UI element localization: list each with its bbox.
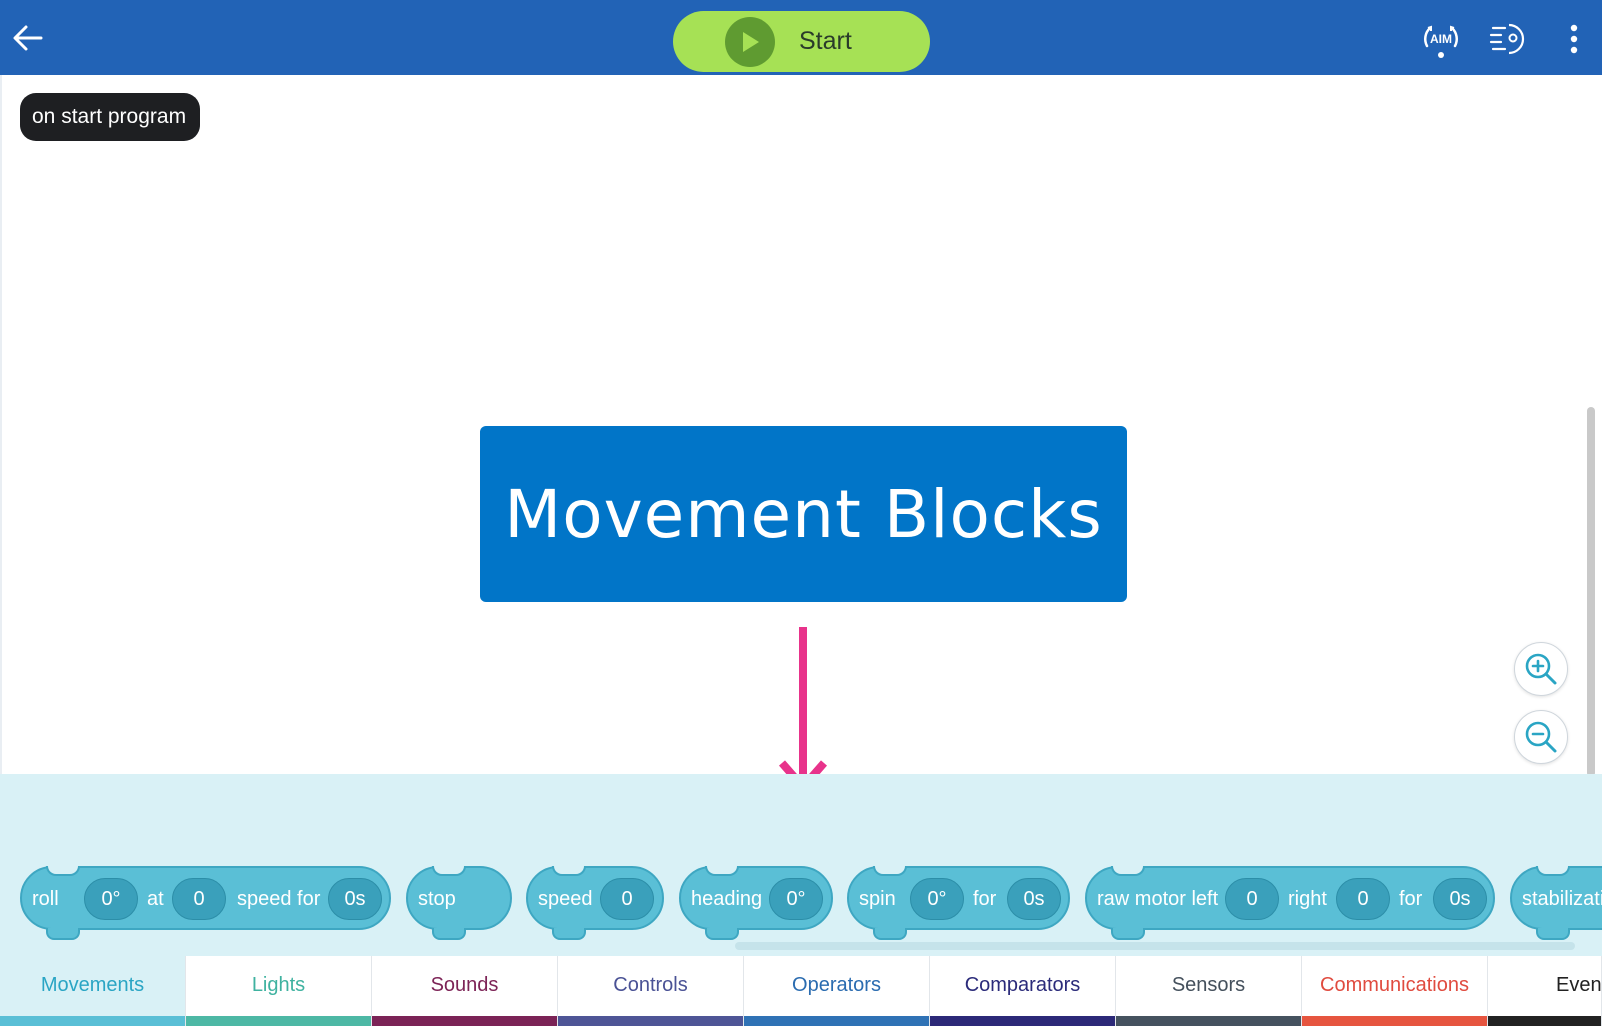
- raw-motor-right-field[interactable]: 0: [1336, 878, 1390, 920]
- tab-sensors-color-bar: [1116, 1016, 1301, 1026]
- top-bar: Start AIM: [0, 0, 1602, 75]
- drive-button[interactable]: [1487, 18, 1529, 60]
- back-button[interactable]: [8, 18, 48, 58]
- aim-button[interactable]: AIM: [1420, 18, 1462, 60]
- roll-speed-for-label: speed for: [237, 888, 321, 910]
- stabilization-block[interactable]: stabilizatio: [1510, 866, 1602, 940]
- banner-title: Movement Blocks: [504, 475, 1103, 553]
- zoom-in-icon: [1525, 653, 1557, 685]
- roll-label: roll: [32, 888, 59, 910]
- vertical-scrollbar[interactable]: [1587, 407, 1595, 777]
- tab-comparators-label: Comparators: [964, 974, 1081, 996]
- hat-block-label: on start program: [32, 105, 187, 128]
- stop-label: stop: [418, 888, 456, 910]
- tab-lights-label: Lights: [251, 974, 306, 996]
- tab-controls-label: Controls: [613, 974, 688, 996]
- heading-label: heading: [691, 888, 763, 910]
- on-start-program-block[interactable]: on start program: [20, 93, 200, 141]
- block-palette: roll 0° at 0 speed for 0s stop speed 0 h…: [0, 774, 1602, 956]
- tab-sounds[interactable]: Sounds: [372, 956, 558, 1026]
- aim-icon: AIM: [1424, 25, 1458, 58]
- roll-speed-field[interactable]: 0: [172, 878, 226, 920]
- tab-controls[interactable]: Controls: [558, 956, 744, 1026]
- tab-sensors[interactable]: Sensors: [1116, 956, 1302, 1026]
- raw-motor-right-label: right: [1288, 888, 1327, 910]
- workspace-canvas[interactable]: on start program Movement Blocks: [0, 75, 1602, 794]
- tab-communications-label: Communications: [1320, 974, 1469, 996]
- zoom-out-icon: [1525, 721, 1557, 753]
- tab-operators-label: Operators: [792, 974, 881, 996]
- speed-value-field[interactable]: 0: [600, 878, 654, 920]
- tab-events-color-bar: [1488, 1016, 1601, 1026]
- tab-movements[interactable]: Movements: [0, 956, 186, 1026]
- movement-blocks-banner: Movement Blocks: [480, 426, 1127, 602]
- start-button[interactable]: Start: [673, 11, 930, 72]
- drive-icon: [1489, 23, 1525, 55]
- arrow-left-icon: [13, 25, 43, 51]
- heading-degrees-field[interactable]: 0°: [769, 878, 823, 920]
- raw-motor-for-label: for: [1399, 888, 1423, 910]
- spin-degrees-field[interactable]: 0°: [910, 878, 964, 920]
- spin-for-label: for: [973, 888, 997, 910]
- tab-sounds-color-bar: [372, 1016, 557, 1026]
- category-tabs: Movements Lights Sounds Controls Operato…: [0, 956, 1602, 1026]
- more-vertical-icon: [1570, 24, 1578, 54]
- tab-comparators[interactable]: Comparators: [930, 956, 1116, 1026]
- tab-lights-color-bar: [186, 1016, 371, 1026]
- spin-block[interactable]: spin 0° for 0s: [847, 866, 1070, 940]
- speed-label: speed: [538, 888, 593, 910]
- raw-motor-block[interactable]: raw motor left 0 right 0 for 0s: [1085, 866, 1495, 940]
- speed-block[interactable]: speed 0: [526, 866, 664, 940]
- tab-controls-color-bar: [558, 1016, 743, 1026]
- tab-communications-color-bar: [1302, 1016, 1487, 1026]
- more-menu-button[interactable]: [1553, 18, 1595, 60]
- heading-block[interactable]: heading 0°: [679, 866, 833, 940]
- stabilization-label: stabilizatio: [1522, 888, 1602, 910]
- stop-block[interactable]: stop: [406, 866, 512, 940]
- tab-operators[interactable]: Operators: [744, 956, 930, 1026]
- roll-duration-field[interactable]: 0s: [328, 878, 382, 920]
- tab-events[interactable]: Event: [1488, 956, 1602, 1026]
- spin-duration-field[interactable]: 0s: [1007, 878, 1061, 920]
- spin-label: spin: [859, 888, 896, 910]
- tab-operators-color-bar: [744, 1016, 929, 1026]
- tab-lights[interactable]: Lights: [186, 956, 372, 1026]
- palette-horizontal-scrollbar[interactable]: [735, 942, 1575, 950]
- tab-sensors-label: Sensors: [1171, 974, 1246, 996]
- zoom-out-button[interactable]: [1514, 710, 1568, 764]
- tab-communications[interactable]: Communications: [1302, 956, 1488, 1026]
- tab-sounds-label: Sounds: [430, 974, 499, 996]
- tab-comparators-color-bar: [930, 1016, 1115, 1026]
- raw-motor-left-label: raw motor left: [1097, 888, 1219, 910]
- roll-block[interactable]: roll 0° at 0 speed for 0s: [20, 866, 391, 940]
- roll-at-label: at: [147, 888, 164, 910]
- aim-label: AIM: [1430, 32, 1452, 46]
- tab-events-label: Event: [1556, 974, 1602, 996]
- tab-movements-color-bar: [0, 1016, 185, 1026]
- tab-movements-label: Movements: [40, 974, 145, 996]
- play-icon: [725, 17, 775, 67]
- zoom-in-button[interactable]: [1514, 642, 1568, 696]
- raw-motor-duration-field[interactable]: 0s: [1433, 878, 1487, 920]
- start-label: Start: [799, 27, 852, 55]
- roll-degrees-field[interactable]: 0°: [84, 878, 138, 920]
- raw-motor-left-field[interactable]: 0: [1225, 878, 1279, 920]
